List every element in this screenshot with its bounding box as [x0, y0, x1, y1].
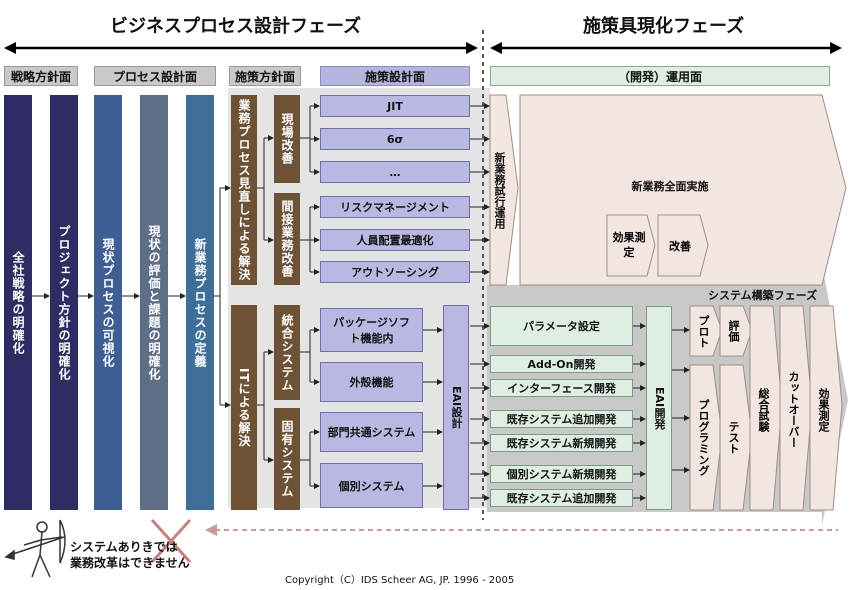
staffing-box: 人員配置最適化 [320, 229, 470, 251]
evaluation-box: 現状の評価と課題の明確化 [140, 95, 168, 510]
note-line-1: システムありきでは [70, 540, 178, 554]
eval-label: 評価 [727, 320, 740, 342]
indirect-improvement-box: 間接業務改善 [274, 193, 300, 285]
strategy-header: 戦略方針面 [4, 66, 78, 86]
integrated-system-box: 統合システム [274, 305, 300, 400]
six-sigma-box: 6σ [320, 128, 470, 150]
company-strategy-box: 全社戦略の明確化 [4, 95, 32, 510]
specific-system-box: 固有システム [274, 408, 300, 510]
project-policy-box: プロジェクト方針の明確化 [50, 95, 78, 510]
existing-add-dev-box-2: 既存システム追加開発 [490, 489, 633, 507]
policy-header: 施策方針面 [229, 66, 301, 86]
addon-dev-box: Add-On開発 [490, 355, 633, 373]
site-improvement-box: 現場改善 [274, 95, 300, 183]
new-process-box: 新業務プロセスの定義 [186, 95, 214, 510]
outsourcing-box: アウトソーシング [320, 261, 470, 283]
current-process-box: 現状プロセスの可視化 [94, 95, 122, 510]
implementation-phase-title: 施策具現化フェーズ [583, 16, 745, 37]
shell-function-box: 外殻機能 [320, 362, 423, 402]
eai-development-label: EAI開発 [653, 386, 666, 430]
note-line-2: 業務改革はできません [70, 556, 190, 570]
business-process-phase-title: ビジネスプロセス設計フェーズ [110, 16, 362, 37]
policy-design-header: 施策設計面 [320, 66, 470, 86]
process-design-header: プロセス設計面 [94, 66, 216, 86]
measure-label: 効果測定 [612, 231, 646, 259]
integration-test-label: 総合試験 [757, 387, 770, 432]
common-system-box: 部門共通システム [320, 412, 423, 452]
it-solution-box: ITによる解決 [231, 305, 257, 510]
effect-measure-label: 効果測定 [817, 387, 830, 432]
business-review-box: 業務プロセス見直しによる解決 [231, 95, 257, 285]
archer-icon [4, 519, 66, 578]
improve-label: 改善 [669, 240, 691, 253]
test-label: テスト [727, 421, 740, 454]
jit-box: JIT [320, 95, 470, 117]
etc-box: … [320, 161, 470, 183]
interface-dev-box: インターフェース開発 [490, 379, 633, 397]
risk-management-box: リスクマネージメント [320, 196, 470, 218]
copyright-text: Copyright（C）IDS Scheer AG, JP. 1996 - 20… [285, 575, 515, 586]
trial-operation-label: 新業務試行運用 [493, 151, 506, 229]
full-implementation-label: 新業務全面実施 [631, 180, 709, 193]
individual-new-dev-box: 個別システム新規開発 [490, 465, 633, 483]
cutover-label: カットオーバー [787, 371, 800, 448]
operation-header: （開発）運用面 [490, 66, 830, 86]
programming-label: プログラミング [697, 399, 710, 476]
parameter-setting-box: パラメータ設定 [490, 306, 633, 346]
proto-label: プロト [697, 314, 710, 348]
individual-system-box: 個別システム [320, 463, 423, 508]
eai-design-box: EAI設計 [443, 305, 469, 510]
system-build-phase-label: システム構築フェーズ [708, 289, 818, 302]
package-function-box: パッケージソフト機能内 [320, 308, 423, 352]
existing-add-dev-box-1: 既存システム追加開発 [490, 410, 633, 428]
eai-development-box: EAI開発 [646, 306, 672, 510]
existing-new-dev-box: 既存システム新規開発 [490, 434, 633, 452]
